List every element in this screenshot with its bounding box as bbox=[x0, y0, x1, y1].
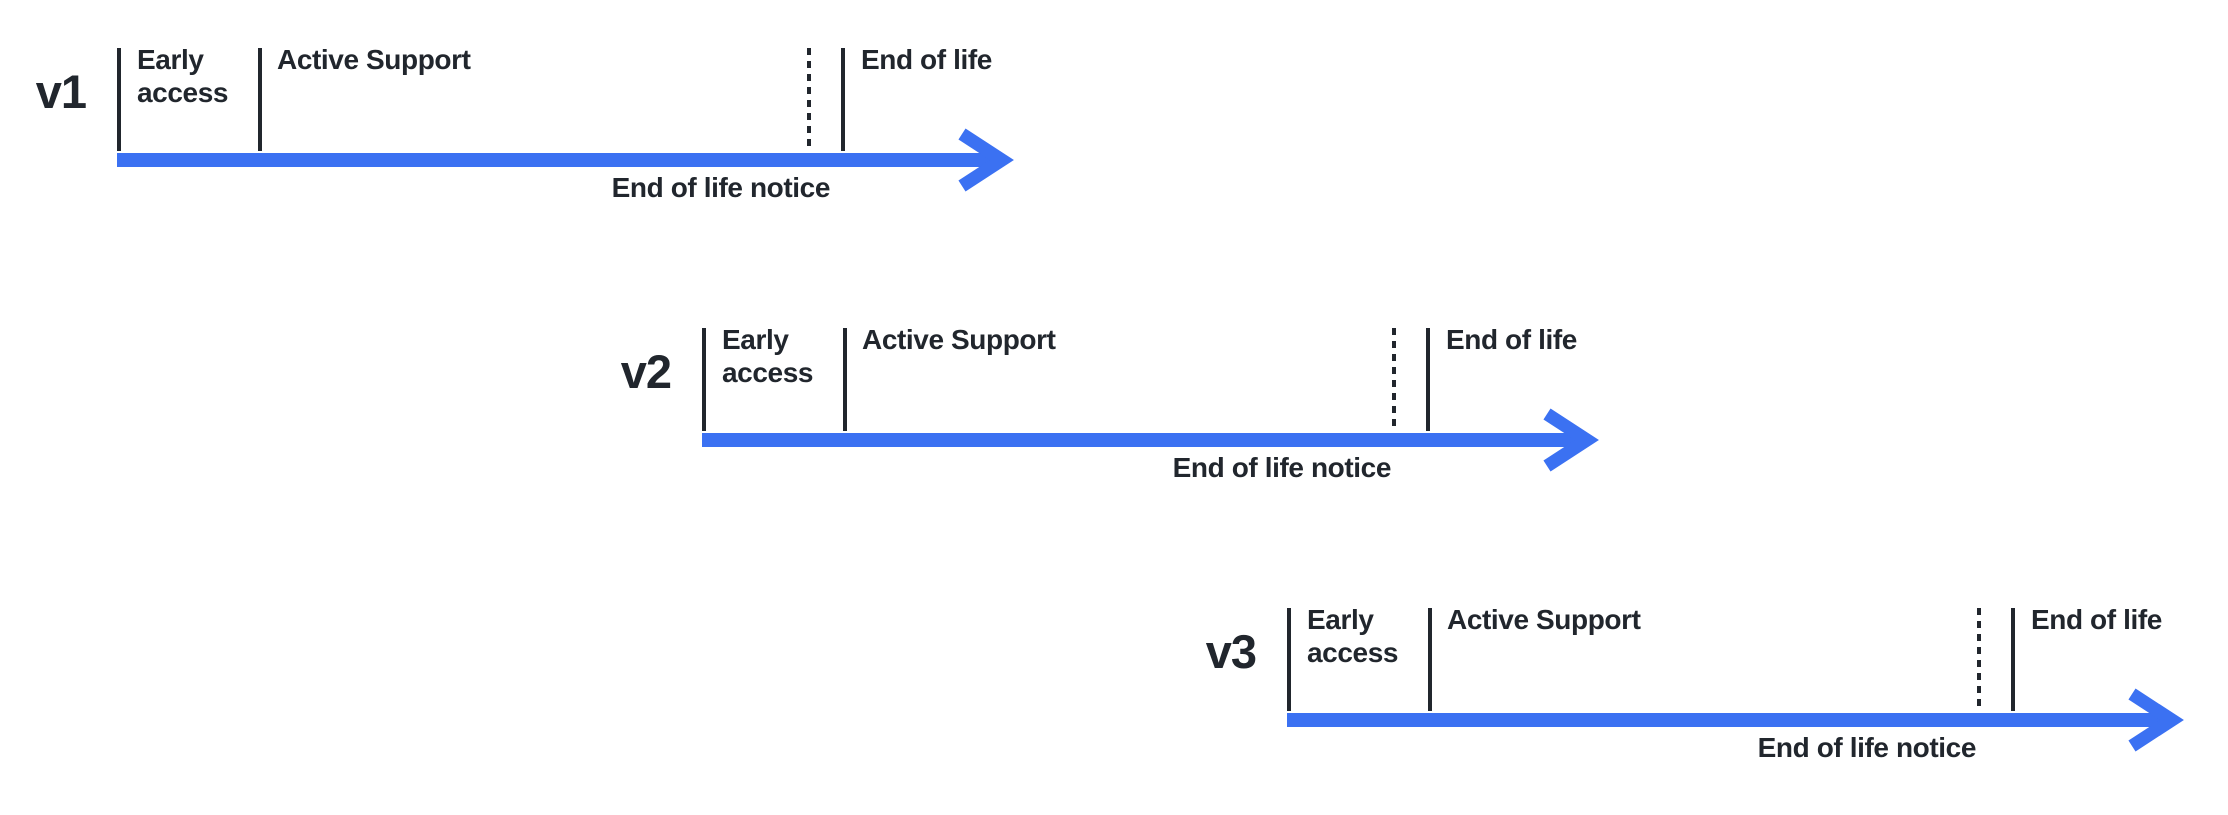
early-access-label: Early access bbox=[722, 324, 814, 388]
active-support-start-tick bbox=[1428, 608, 1432, 711]
early-access-label: Early access bbox=[1307, 604, 1399, 668]
timeline-v2: v2 Early access Active Support End of li… bbox=[585, 310, 1705, 535]
early-access-start-tick bbox=[117, 48, 121, 151]
active-support-start-tick bbox=[843, 328, 847, 431]
end-of-life-label: End of life bbox=[1446, 324, 1577, 355]
early-access-start-tick bbox=[702, 328, 706, 431]
version-label: v1 bbox=[35, 65, 87, 118]
end-of-life-label: End of life bbox=[2031, 604, 2162, 635]
early-access-start-tick bbox=[1287, 608, 1291, 711]
end-of-life-tick bbox=[841, 48, 845, 151]
end-of-life-label: End of life bbox=[861, 44, 992, 75]
active-support-label: Active Support bbox=[1447, 604, 1641, 635]
active-support-label: Active Support bbox=[277, 44, 471, 75]
eol-notice-dashed-line bbox=[807, 48, 811, 149]
eol-notice-dashed-line bbox=[1977, 608, 1981, 709]
active-support-start-tick bbox=[258, 48, 262, 151]
end-of-life-notice-label: End of life notice bbox=[1757, 732, 1977, 763]
early-access-label: Early access bbox=[137, 44, 229, 108]
end-of-life-notice-label: End of life notice bbox=[1172, 452, 1392, 483]
arrow-head-icon bbox=[958, 128, 1014, 192]
end-of-life-tick bbox=[1426, 328, 1430, 431]
timeline-v1: v1 Early access Active Support End of li… bbox=[0, 30, 1120, 255]
arrow-head-icon bbox=[2128, 688, 2184, 752]
version-label: v2 bbox=[620, 345, 672, 398]
version-label: v3 bbox=[1205, 625, 1257, 678]
end-of-life-notice-label: End of life notice bbox=[611, 172, 831, 203]
timeline-bar bbox=[702, 433, 1586, 447]
active-support-label: Active Support bbox=[862, 324, 1056, 355]
timeline-v3: v3 Early access Active Support End of li… bbox=[1170, 590, 2228, 815]
arrow-head-icon bbox=[1543, 408, 1599, 472]
timeline-bar bbox=[1287, 713, 2171, 727]
end-of-life-tick bbox=[2011, 608, 2015, 711]
timeline-bar bbox=[117, 153, 1001, 167]
eol-notice-dashed-line bbox=[1392, 328, 1396, 429]
